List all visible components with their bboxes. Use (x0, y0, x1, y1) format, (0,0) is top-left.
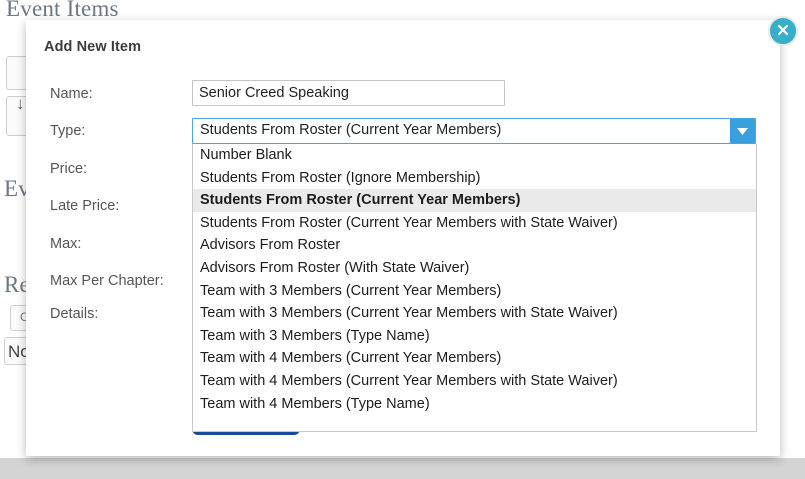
dropdown-option[interactable]: Advisors From Roster (With State Waiver) (200, 259, 470, 276)
name-input[interactable] (192, 80, 505, 106)
dropdown-option[interactable]: Team with 3 Members (Current Year Member… (200, 282, 502, 299)
label-max-per-chapter: Max Per Chapter: (50, 273, 164, 289)
background-cell-label-c: C (20, 310, 29, 324)
type-select[interactable]: Students From Roster (Current Year Membe… (192, 118, 756, 144)
chevron-down-icon[interactable] (730, 119, 755, 143)
close-icon[interactable] (768, 16, 798, 46)
label-name: Name: (50, 86, 93, 102)
label-price: Price: (50, 161, 88, 177)
dropdown-option[interactable]: Team with 3 Members (Current Year Member… (200, 305, 618, 322)
dropdown-option[interactable]: Students From Roster (Current Year Membe… (193, 189, 756, 212)
dropdown-option[interactable]: Team with 4 Members (Current Year Member… (200, 372, 618, 389)
dropdown-option[interactable]: Team with 4 Members (Current Year Member… (200, 350, 502, 367)
dropdown-option[interactable]: Team with 3 Members (Type Name) (200, 327, 430, 344)
dropdown-option[interactable]: Students From Roster (Ignore Membership) (200, 169, 481, 186)
add-new-item-modal: Add New Item Name: Type: Price: Late Pri… (26, 16, 798, 456)
dropdown-option[interactable]: Students From Roster (Current Year Membe… (200, 214, 618, 231)
label-type: Type: (50, 123, 86, 139)
section-heading-re: Re (4, 272, 30, 297)
page-title-event-items: Event Items (6, 0, 119, 21)
background-cell-label-no: No (8, 342, 30, 361)
dropdown-option[interactable]: Advisors From Roster (200, 237, 341, 254)
down-arrow-icon[interactable]: ↓ (16, 94, 25, 113)
modal-title: Add New Item (44, 39, 142, 55)
label-details: Details: (50, 306, 99, 322)
label-max: Max: (50, 236, 82, 252)
section-heading-ev: Ev (4, 176, 30, 201)
type-select-value: Students From Roster (Current Year Membe… (200, 122, 502, 138)
dropdown-option[interactable]: Team with 4 Members (Type Name) (200, 395, 430, 412)
label-late-price: Late Price: (50, 198, 120, 214)
dropdown-option[interactable]: Number Blank (200, 147, 292, 163)
